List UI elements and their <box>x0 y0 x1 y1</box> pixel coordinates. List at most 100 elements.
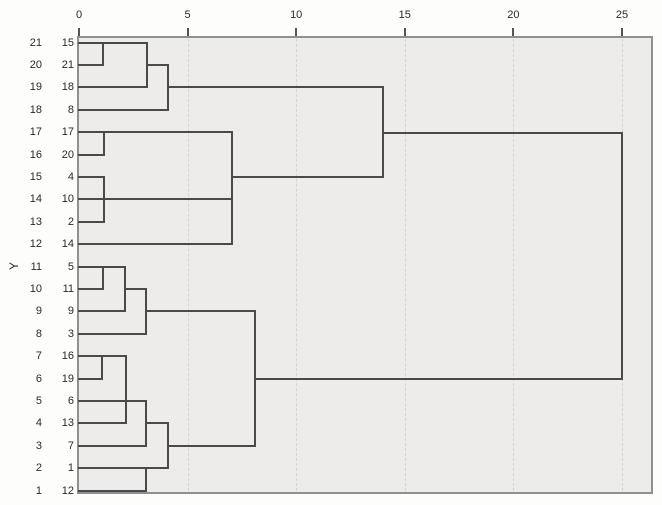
dendrogram-h-line <box>78 399 148 402</box>
dendrogram-h-line <box>78 63 104 66</box>
leaf-case-label: 12 <box>61 484 74 497</box>
leaf-case-label: 18 <box>61 81 74 94</box>
leaf-case-label: 5 <box>67 260 74 273</box>
axis-gridline <box>513 39 515 491</box>
dendrogram-h-line <box>231 175 385 178</box>
dendrogram-h-line <box>78 332 148 335</box>
dendrogram-h-line <box>253 377 623 380</box>
dendrogram-h-line <box>78 265 126 268</box>
dendrogram-v-line <box>146 41 149 89</box>
row-number-label: 6 <box>35 372 42 385</box>
leaf-case-label: 8 <box>67 103 74 116</box>
dendrogram-h-line <box>78 422 127 425</box>
dendrogram-h-line <box>78 41 149 44</box>
row-number-label: 5 <box>35 394 42 407</box>
leaf-case-label: 14 <box>61 238 74 251</box>
row-number-label: 13 <box>29 215 42 228</box>
row-number-label: 1 <box>35 484 42 497</box>
leaf-case-label: 17 <box>61 126 74 139</box>
dendrogram-h-line <box>78 444 148 447</box>
dendrogram-h-line <box>78 243 234 246</box>
row-number-label: 7 <box>35 350 42 363</box>
leaf-case-label: 21 <box>61 58 74 71</box>
row-number-label: 2 <box>35 462 42 475</box>
dendrogram-v-line <box>123 265 126 313</box>
dendrogram-h-line <box>78 310 126 313</box>
row-number-label: 9 <box>35 305 42 318</box>
row-number-label: 10 <box>29 282 42 295</box>
axis-tick-label: 25 <box>615 9 629 21</box>
axis-tick-label: 0 <box>75 9 83 21</box>
dendrogram-h-line <box>146 63 170 66</box>
dendrogram-v-line <box>167 63 170 111</box>
dendrogram-v-line <box>231 131 234 246</box>
row-number-label: 8 <box>35 327 42 340</box>
dendrogram-h-line <box>78 198 234 201</box>
row-number-label: 17 <box>29 126 42 139</box>
leaf-case-label: 13 <box>61 417 74 430</box>
dendrogram-v-line <box>621 131 623 380</box>
axis-tick <box>403 28 406 36</box>
dendrogram-v-line <box>102 131 105 156</box>
dendrogram-h-line <box>78 467 170 470</box>
row-number-label: 19 <box>29 81 42 94</box>
dendrogram-h-line <box>78 489 148 492</box>
row-number-label: 15 <box>29 170 42 183</box>
leaf-case-label: 15 <box>61 36 74 49</box>
dendrogram-v-line <box>167 422 170 470</box>
axis-gridline <box>296 39 298 491</box>
axis-tick <box>295 28 298 36</box>
dendrogram-v-line <box>100 355 103 380</box>
axis-tick-label: 5 <box>184 9 191 21</box>
dendrogram-v-line <box>382 86 385 178</box>
row-number-label: 14 <box>29 193 42 206</box>
axis-tick <box>186 28 189 36</box>
axis-tick-label: 20 <box>507 9 520 21</box>
row-number-label: 20 <box>29 58 42 71</box>
dendrogram-h-line <box>123 287 148 290</box>
dendrogram-h-line <box>167 444 256 447</box>
dendrogram-h-line <box>78 377 103 380</box>
dendrogram-v-line <box>253 310 256 447</box>
dendrogram-v-line <box>145 467 148 492</box>
dendrogram-v-line <box>145 287 148 335</box>
dendrogram-h-line <box>145 310 256 313</box>
plot-area <box>77 36 653 494</box>
leaf-case-label: 19 <box>61 372 74 385</box>
dendrogram-v-line <box>102 175 105 223</box>
leaf-case-label: 11 <box>62 282 74 295</box>
axis-tick <box>621 28 623 36</box>
dendrogram-v-line <box>124 355 127 425</box>
dendrogram-h-line <box>78 108 170 111</box>
dendrogram-v-line <box>145 399 148 447</box>
axis-tick <box>512 28 515 36</box>
axis-gridline <box>187 39 189 491</box>
dendrogram-h-line <box>78 153 105 156</box>
leaf-case-label: 6 <box>67 394 74 407</box>
leaf-case-label: 16 <box>61 350 74 363</box>
row-number-label: 18 <box>29 103 42 116</box>
row-number-label: 12 <box>29 238 42 251</box>
leaf-case-label: 9 <box>67 305 74 318</box>
axis-gridline <box>404 39 406 491</box>
dendrogram-h-line <box>167 86 385 89</box>
dendrogram-v-line <box>101 265 104 290</box>
row-number-label: 11 <box>30 260 42 273</box>
leaf-case-label: 1 <box>67 462 74 475</box>
dendrogram-v-line <box>101 41 104 66</box>
dendrogram-h-line <box>78 175 105 178</box>
leaf-case-label: 7 <box>67 439 74 452</box>
axis-tick <box>78 28 80 36</box>
leaf-case-label: 4 <box>67 170 74 183</box>
axis-tick-label: 10 <box>290 9 303 21</box>
dendrogram-h-line <box>145 422 170 425</box>
row-number-label: 21 <box>29 36 42 49</box>
leaf-case-label: 3 <box>67 327 74 340</box>
dendrogram-h-line <box>78 86 149 89</box>
dendrogram-h-line <box>382 131 623 134</box>
dendrogram-h-line <box>78 131 234 134</box>
dendrogram-h-line <box>78 220 105 223</box>
row-number-label: 16 <box>29 148 42 161</box>
leaf-case-label: 20 <box>61 148 74 161</box>
